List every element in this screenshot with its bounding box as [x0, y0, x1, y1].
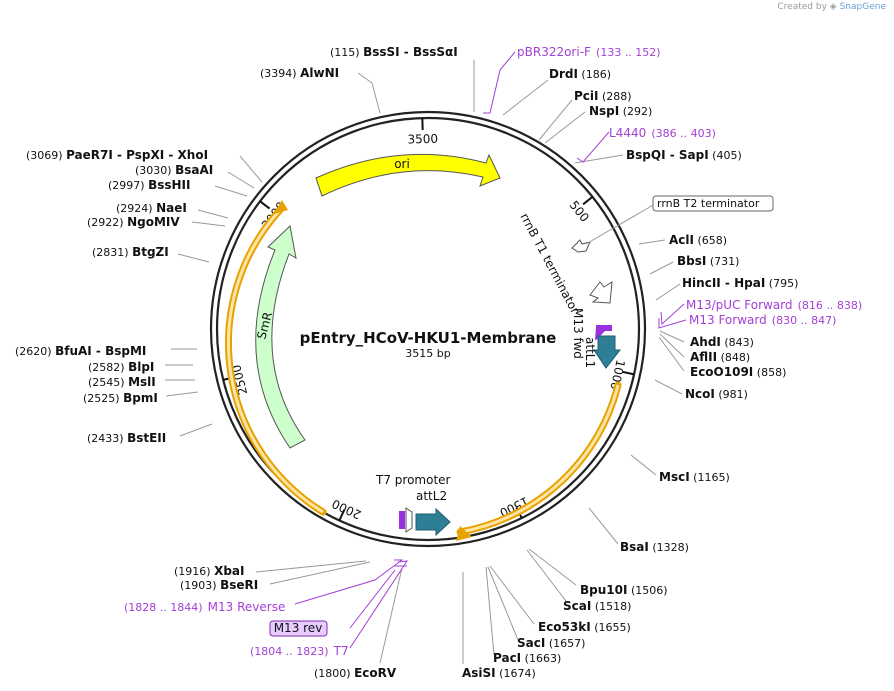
feature-attl2: T7 promoter attL2	[375, 473, 451, 537]
tick-label-3500: 3500	[407, 132, 438, 147]
site-label-paci: PacI (1663)	[493, 651, 561, 665]
site-label-msli: (2545) MslI	[88, 375, 156, 389]
site-label-ngomiv: (2922) NgoMIV	[87, 215, 180, 229]
feature-rrnb-t2: rrnB T2 terminator	[571, 195, 774, 253]
site-label-ahdi: AhdI (843)	[690, 335, 754, 349]
tick-mark-500	[582, 196, 594, 206]
feature-ori: ori	[315, 153, 501, 197]
primer-leaders	[294, 51, 687, 649]
backbone	[209, 110, 647, 548]
site-label-nspi: NspI (292)	[589, 104, 652, 118]
site-label-bsshii: (2997) BssHII	[108, 178, 190, 192]
site-label-aflii: AflII (848)	[690, 350, 750, 364]
primer-label-m13-forward: M13 Forward (830 .. 847)	[689, 309, 836, 328]
site-label-saci: SacI (1657)	[517, 636, 585, 650]
site-label-blpi: (2582) BlpI	[88, 360, 154, 374]
m13-rev-box: M13 rev	[269, 569, 396, 637]
site-label-ecoo109i: EcoO109I (858)	[690, 365, 786, 379]
primer-label-m13-reverse: (1828 .. 1844) M13 Reverse	[124, 596, 285, 615]
primer-label-l4440: L4440 (386 .. 403)	[609, 122, 716, 141]
credit-text: Created by	[777, 2, 827, 12]
feature-smr: SmR	[254, 225, 306, 449]
site-label-bsssi: (115) BssSI - BssSαI	[330, 45, 458, 59]
site-label-eco53ki: Eco53kI (1655)	[538, 620, 631, 634]
site-label-bpu10i: Bpu10I (1506)	[580, 583, 668, 597]
snapgene-credit: Created by ◈ SnapGene	[777, 2, 886, 12]
feature-attl1: M13 fwd attL1	[571, 308, 622, 369]
site-label-bsaai: (3030) BsaAI	[135, 163, 213, 177]
feature-arcs	[225, 200, 622, 541]
snapgene-logo-icon: ◈	[829, 2, 837, 12]
tick-label-1000: 1000	[607, 358, 627, 391]
site-label-bseri: (1903) BseRI	[180, 578, 258, 592]
site-label-drdi: DrdI (186)	[549, 67, 611, 81]
tick-mark-3000	[259, 200, 271, 210]
site-label-naei: (2924) NaeI	[116, 201, 187, 215]
site-label-bsteii: (2433) BstEII	[87, 431, 166, 445]
arc-attL1-region-inner	[459, 384, 620, 534]
credit-brand: SnapGene	[839, 2, 886, 12]
site-label-ecorv: (1800) EcoRV	[314, 666, 397, 680]
m13-fwd-label: M13 fwd	[571, 308, 585, 359]
restriction-sites: (115) BssSI - BssSαI (3394) AlwNI DrdI (18…	[15, 45, 798, 680]
site-label-bsai: BsaI (1328)	[620, 540, 689, 554]
leader-lines	[165, 60, 685, 664]
plasmid-length: 3515 bp	[405, 347, 450, 360]
site-label-pcii: PciI (288)	[574, 89, 632, 103]
primer-label-t7: (1804 .. 1823) T7	[250, 640, 349, 659]
site-label-btgzi: (2831) BtgZI	[92, 245, 169, 259]
tick-label-500: 500	[567, 198, 592, 225]
tick-mark-2000	[338, 509, 346, 521]
m13-rev-label: M13 rev	[274, 621, 323, 635]
feature-rrnb-t1: rrnB T1 terminator	[517, 211, 613, 316]
site-label-bpmi: (2525) BpmI	[83, 391, 158, 405]
site-label-paer7i: (3069) PaeR7I - PspXI - XhoI	[26, 148, 208, 162]
site-label-bfuai: (2620) BfuAI - BspMI	[15, 344, 146, 358]
arc-arrowhead-left	[274, 200, 288, 214]
site-label-ncoi: NcoI (981)	[685, 387, 748, 401]
site-label-bbsi: BbsI (731)	[677, 254, 739, 268]
ori-label: ori	[394, 157, 410, 171]
attl1-label: attL1	[583, 337, 597, 368]
site-label-asisi: AsiSI (1674)	[462, 666, 536, 680]
rrnb-t1-label: rrnB T1 terminator	[517, 211, 582, 316]
site-label-hincii: HincII - HpaI (795)	[682, 276, 798, 290]
arc-smr-region-inner	[227, 208, 324, 514]
site-label-xbai: (1916) XbaI	[174, 564, 244, 578]
primer-labels: pBR322ori-F (133 .. 152) L4440 (386 .. 40…	[124, 41, 862, 659]
plasmid-name: pEntry_HCoV-HKU1-Membrane	[300, 329, 557, 347]
t7-promoter-label: T7 promoter	[375, 473, 451, 487]
tick-mark-1000	[622, 370, 635, 376]
site-label-scai: ScaI (1518)	[563, 599, 631, 613]
site-label-msci: MscI (1165)	[659, 470, 730, 484]
attl2-label: attL2	[416, 489, 447, 503]
site-label-acli: AclI (658)	[669, 233, 727, 247]
site-label-alwni: (3394) AlwNI	[260, 66, 339, 80]
smr-label: SmR	[254, 310, 275, 340]
site-label-bspqi: BspQI - SapI (405)	[626, 148, 742, 162]
primer-label-m13-puc-forward: M13/pUC Forward (816 .. 838)	[686, 294, 862, 313]
primer-label-pbr322ori-f: pBR322ori-F (133 .. 152)	[517, 41, 661, 60]
rrnb-t2-label: rrnB T2 terminator	[657, 197, 760, 210]
arc-arrowhead-bottom	[456, 526, 472, 541]
